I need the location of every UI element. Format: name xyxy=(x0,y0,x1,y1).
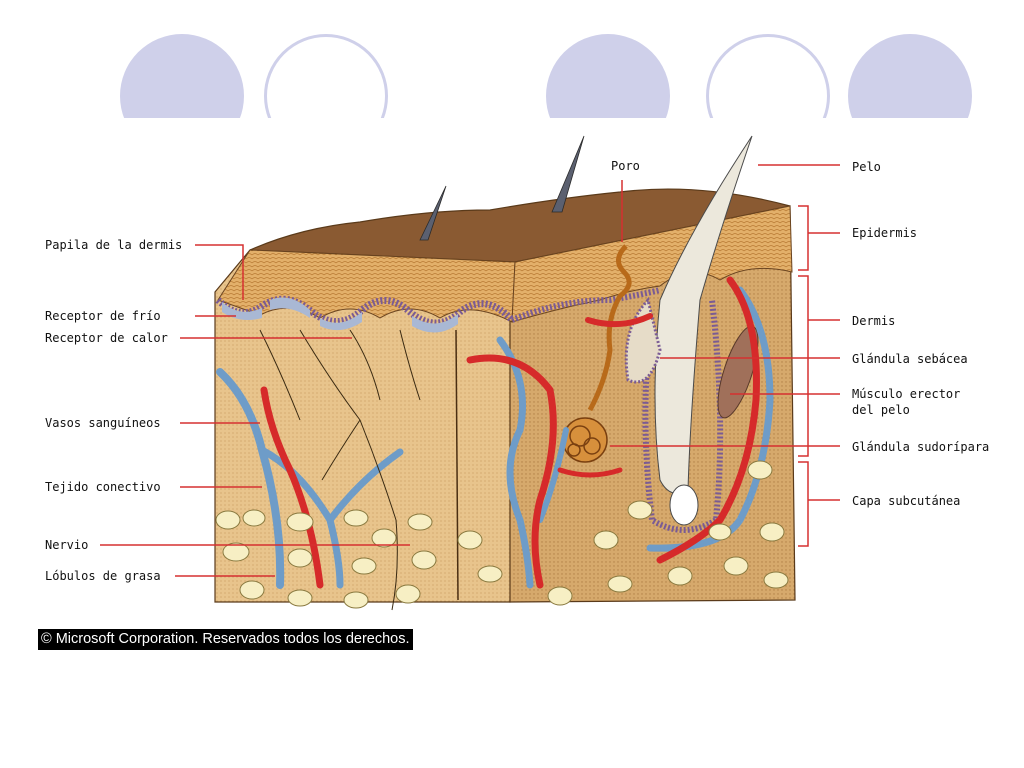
label-receptor-calor: Receptor de calor xyxy=(45,331,168,345)
layer-brackets xyxy=(798,205,840,547)
label-lobulos: Lóbulos de grasa xyxy=(45,569,161,583)
label-tejido: Tejido conectivo xyxy=(45,480,161,494)
labels: Poro Pelo Papila de la dermis Receptor d… xyxy=(45,159,989,583)
leader-lines xyxy=(100,164,840,577)
dermal-papillae xyxy=(215,295,515,327)
copyright-notice: © Microsoft Corporation. Reservados todo… xyxy=(38,629,413,650)
label-glandula-sebacea: Glándula sebácea xyxy=(852,352,968,366)
label-poro: Poro xyxy=(611,159,640,173)
skin-surface xyxy=(249,188,791,263)
blood-vessels xyxy=(216,276,774,589)
label-capa-subcutanea: Capa subcutánea xyxy=(852,494,960,508)
label-musculo-line2: del pelo xyxy=(852,403,910,417)
label-receptor-frio: Receptor de frío xyxy=(45,309,161,323)
label-vasos: Vasos sanguíneos xyxy=(45,416,161,430)
fat-lobules xyxy=(215,460,789,609)
label-pelo: Pelo xyxy=(852,160,881,174)
nerves xyxy=(259,329,421,611)
sweat-gland xyxy=(562,244,632,463)
label-dermis: Dermis xyxy=(852,314,895,328)
label-epidermis: Epidermis xyxy=(852,226,917,240)
decoration-mask xyxy=(0,118,1024,178)
label-musculo-line1: Músculo erector xyxy=(852,387,960,401)
label-papila: Papila de la dermis xyxy=(45,238,182,252)
label-nervio: Nervio xyxy=(45,538,88,552)
label-glandula-sudoripara: Glándula sudorípara xyxy=(852,440,989,454)
